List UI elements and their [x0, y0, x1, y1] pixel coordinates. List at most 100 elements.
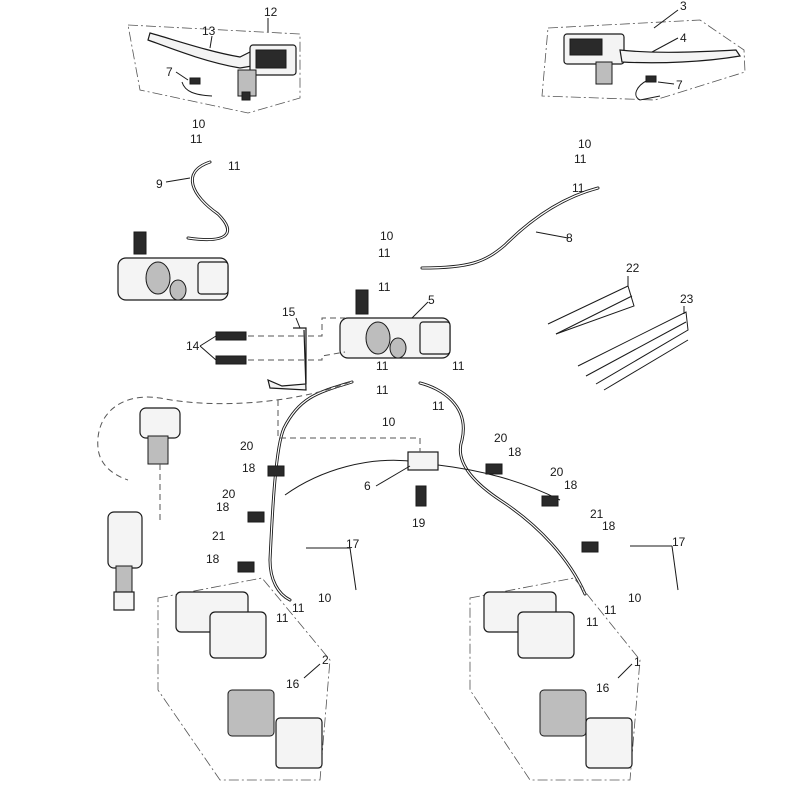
hose-splitter-right [437, 464, 561, 501]
right-reservoir-cap [569, 38, 603, 56]
callout-18-e: 18 [564, 478, 578, 492]
right-brake-lever [619, 49, 742, 64]
callout-21-b: 21 [590, 507, 604, 521]
callout-10-f: 10 [628, 591, 642, 605]
rear-reservoir [139, 407, 181, 439]
right-cylinder-body [595, 61, 613, 85]
callout-12: 12 [264, 5, 278, 19]
callout-11-n: 11 [604, 603, 617, 617]
callout-11-g: 11 [376, 359, 389, 373]
hose-splitter-left [284, 459, 419, 496]
clamp-18-d [485, 463, 503, 475]
right-master-cylinder-group [541, 19, 746, 101]
right-pad-back [539, 689, 587, 737]
callout-10-b: 10 [578, 137, 592, 151]
left-caliper-frame [157, 577, 331, 781]
callout-22: 22 [626, 261, 640, 275]
callout-11-c: 11 [574, 152, 587, 166]
callout-7-right: 7 [676, 78, 683, 92]
callout-2: 2 [322, 653, 329, 667]
distributor-nut-centre [419, 321, 451, 355]
callout-11-h: 11 [376, 383, 389, 397]
distributor-port-centre [365, 321, 391, 355]
right-switch-wire [635, 79, 661, 101]
callout-labels: 12 13 7 3 4 7 10 11 11 9 10 11 11 8 10 1… [156, 0, 694, 695]
right-brake-switch [645, 75, 657, 83]
hose-left-front [268, 380, 354, 602]
centre-distributor-block [339, 289, 451, 359]
left-master-cylinder-group [127, 24, 301, 114]
callout-11-j: 11 [432, 399, 445, 413]
distributor-port-centre-2 [389, 337, 407, 359]
distributor-port-left-2 [169, 279, 187, 301]
callout-20-c: 20 [494, 431, 508, 445]
callout-11-b: 11 [228, 159, 241, 173]
right-pad-front [585, 717, 633, 769]
callout-11-i: 11 [452, 359, 465, 373]
left-caliper-group [157, 577, 331, 781]
left-brake-lever [147, 32, 253, 69]
callout-17-b: 17 [672, 535, 686, 549]
left-pad-front [275, 717, 323, 769]
callout-23: 23 [680, 292, 694, 306]
bolt-14-lower [215, 355, 247, 365]
callout-13: 13 [202, 24, 216, 38]
bolt-14-upper [215, 331, 247, 341]
callout-10-c: 10 [380, 229, 394, 243]
callout-11-d: 11 [572, 181, 585, 195]
callout-18-d: 18 [508, 445, 522, 459]
rear-reservoir-hose [97, 381, 351, 481]
callout-10-a: 10 [192, 117, 206, 131]
callout-11-f: 11 [378, 280, 391, 294]
callout-19: 19 [412, 516, 426, 530]
callout-4: 4 [680, 31, 687, 45]
rear-master-cylinder-group [97, 381, 351, 611]
bolt-14-upper-guide [248, 317, 345, 337]
callout-11-m: 11 [586, 615, 599, 629]
right-master-cylinder-frame [541, 19, 746, 101]
callout-18-c: 18 [206, 552, 220, 566]
left-switch-wire [181, 81, 213, 97]
clamp-18-b [247, 511, 265, 523]
callout-20-b: 20 [222, 487, 236, 501]
cable-tie-23a [577, 311, 689, 385]
hose-clamps [237, 463, 599, 573]
rear-clevis [113, 591, 135, 611]
callout-21-a: 21 [212, 529, 226, 543]
brake-hoses [186, 160, 600, 602]
bracket-and-bolts [215, 317, 346, 391]
callout-18-a: 18 [242, 461, 256, 475]
callout-10-d: 10 [382, 415, 396, 429]
clamp-18-f [581, 541, 599, 553]
callout-7-left: 7 [166, 65, 173, 79]
callout-6: 6 [364, 479, 371, 493]
distributor-nut-left [197, 261, 229, 295]
callout-17-a: 17 [346, 537, 360, 551]
distributor-port-left [145, 261, 171, 295]
cable-tie-22a [547, 285, 635, 335]
callout-18-b: 18 [216, 500, 230, 514]
left-reservoir-cap [255, 49, 287, 69]
callout-18-f: 18 [602, 519, 616, 533]
left-distributor-block [117, 231, 229, 301]
hose-right-front [418, 381, 587, 596]
splitter-group [277, 400, 439, 507]
callout-9: 9 [156, 177, 163, 191]
callout-20-d: 20 [550, 465, 564, 479]
callout-10-e: 10 [318, 591, 332, 605]
left-caliper-front [209, 611, 267, 659]
callout-3: 3 [680, 0, 687, 13]
left-pad-back [227, 689, 275, 737]
callout-14: 14 [186, 339, 200, 353]
splitter-6 [407, 451, 439, 471]
callout-15: 15 [282, 305, 296, 319]
distributor-bolt-left [133, 231, 147, 255]
clamp-18-e [541, 495, 559, 507]
callout-16-right: 16 [596, 681, 610, 695]
bolt-19 [415, 485, 427, 507]
left-banjo-port [241, 91, 251, 101]
callout-16-left: 16 [286, 677, 300, 691]
rear-reservoir-neck [147, 435, 169, 465]
